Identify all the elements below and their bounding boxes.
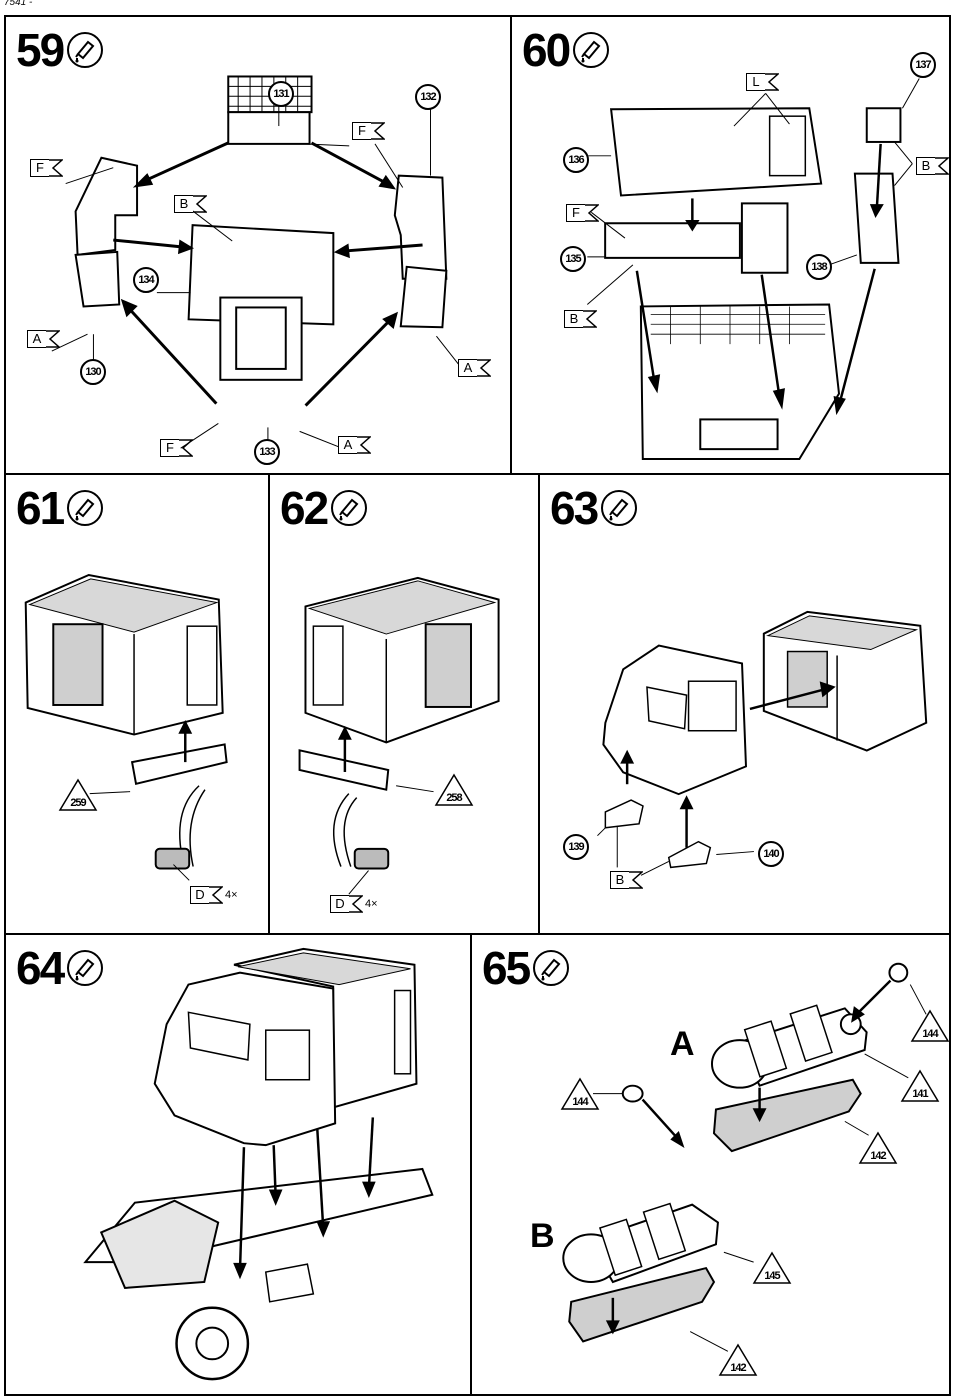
part-number: 144 bbox=[572, 1096, 588, 1108]
color-flag-f: F bbox=[30, 159, 63, 177]
part-number: 142 bbox=[730, 1362, 746, 1374]
flag-label: D bbox=[190, 886, 209, 904]
part-145-callout: 145 bbox=[752, 1251, 792, 1285]
color-flag-f: F bbox=[160, 439, 193, 457]
part-number: 142 bbox=[870, 1150, 886, 1162]
step-header: 62 bbox=[280, 482, 368, 534]
part-number: 145 bbox=[764, 1270, 780, 1282]
flag-label: F bbox=[566, 204, 585, 222]
flag-label: B bbox=[916, 157, 935, 175]
step-65-illustration bbox=[562, 962, 927, 1352]
part-258-callout: 258 bbox=[434, 773, 474, 807]
part-130-callout: 130 bbox=[80, 359, 106, 385]
step-61-illustration bbox=[24, 573, 228, 881]
step-59-panel: 59 bbox=[4, 15, 512, 475]
part-144-callout: 144 bbox=[560, 1077, 600, 1111]
step-62-panel: 62 258 D 4× bbox=[268, 473, 540, 935]
step-63-illustration bbox=[597, 610, 928, 876]
part-number: 258 bbox=[446, 792, 462, 804]
glue-tube-icon bbox=[601, 490, 638, 526]
glue-tube-icon bbox=[67, 950, 104, 986]
step-59-illustration bbox=[51, 75, 463, 451]
step-60-panel: 60 136 137 1 bbox=[510, 15, 951, 475]
glue-tube-icon bbox=[573, 32, 610, 68]
color-flag-a: A bbox=[338, 436, 371, 454]
step-number: 61 bbox=[16, 482, 65, 534]
color-flag-b: B bbox=[174, 195, 207, 213]
flag-label: D bbox=[330, 895, 349, 913]
color-flag-b: B bbox=[610, 871, 643, 889]
part-131-callout: 131 bbox=[268, 81, 294, 107]
flag-label: F bbox=[352, 122, 371, 140]
step-header: 65 bbox=[482, 942, 570, 994]
part-134-callout: 134 bbox=[133, 267, 159, 293]
flag-label: F bbox=[160, 439, 179, 457]
step-number: 59 bbox=[16, 24, 65, 76]
glue-tube-icon bbox=[533, 950, 570, 986]
part-259-callout: 259 bbox=[58, 778, 98, 812]
part-number: 141 bbox=[912, 1088, 928, 1100]
step-65-panel: 65 A B 144 141 142 144 145 142 bbox=[470, 933, 951, 1396]
flag-label: F bbox=[30, 159, 49, 177]
step-62-illustration bbox=[298, 576, 500, 895]
step-60-illustration bbox=[586, 78, 920, 461]
quantity-label: 4× bbox=[225, 889, 238, 901]
part-140-callout: 140 bbox=[758, 841, 784, 867]
part-142-callout: 142 bbox=[858, 1131, 898, 1165]
step-header: 60 bbox=[522, 24, 610, 76]
step-header: 61 bbox=[16, 482, 104, 534]
glue-tube-icon bbox=[67, 490, 104, 526]
step-63-panel: 63 139 140 B bbox=[538, 473, 951, 935]
step-61-panel: 61 259 D 4× bbox=[4, 473, 270, 935]
flag-label: B bbox=[610, 871, 629, 889]
part-137-callout: 137 bbox=[910, 52, 936, 78]
part-139-callout: 139 bbox=[563, 834, 589, 860]
color-flag-f: F bbox=[566, 204, 599, 222]
part-number: 259 bbox=[70, 797, 86, 809]
part-144-callout: 144 bbox=[910, 1009, 950, 1043]
flag-label: B bbox=[564, 310, 583, 328]
step-number: 60 bbox=[522, 24, 571, 76]
flag-label: A bbox=[27, 330, 46, 348]
color-flag-f: F bbox=[352, 122, 385, 140]
document-code: 7541 - bbox=[4, 0, 33, 8]
color-flag-a: A bbox=[458, 359, 491, 377]
part-133-callout: 133 bbox=[254, 439, 280, 465]
color-flag-a: A bbox=[27, 330, 60, 348]
color-flag-b: B bbox=[564, 310, 597, 328]
flag-label: L bbox=[746, 73, 765, 91]
color-flag-l: L bbox=[746, 73, 779, 91]
glue-tube-icon bbox=[67, 32, 104, 68]
color-flag-d: D 4× bbox=[190, 886, 238, 904]
part-142-callout: 142 bbox=[718, 1343, 758, 1377]
color-flag-b: B bbox=[916, 157, 949, 175]
glue-tube-icon bbox=[331, 490, 368, 526]
flag-label: B bbox=[174, 195, 193, 213]
step-header: 64 bbox=[16, 942, 104, 994]
step-number: 65 bbox=[482, 942, 531, 994]
step-64-illustration bbox=[83, 947, 434, 1381]
step-number: 62 bbox=[280, 482, 329, 534]
step-number: 64 bbox=[16, 942, 65, 994]
part-141-callout: 141 bbox=[900, 1069, 940, 1103]
variant-a-label: A bbox=[670, 1025, 695, 1063]
step-number: 63 bbox=[550, 482, 599, 534]
step-header: 63 bbox=[550, 482, 638, 534]
step-64-panel: 64 bbox=[4, 933, 472, 1396]
part-132-callout: 132 bbox=[415, 84, 441, 110]
part-138-callout: 138 bbox=[806, 254, 832, 280]
color-flag-d: D 4× bbox=[330, 895, 378, 913]
part-136-callout: 136 bbox=[563, 147, 589, 173]
variant-b-label: B bbox=[530, 1217, 555, 1255]
flag-label: A bbox=[458, 359, 477, 377]
part-135-callout: 135 bbox=[560, 246, 586, 272]
part-number: 144 bbox=[922, 1028, 938, 1040]
quantity-label: 4× bbox=[365, 898, 378, 910]
step-header: 59 bbox=[16, 24, 104, 76]
flag-label: A bbox=[338, 436, 357, 454]
